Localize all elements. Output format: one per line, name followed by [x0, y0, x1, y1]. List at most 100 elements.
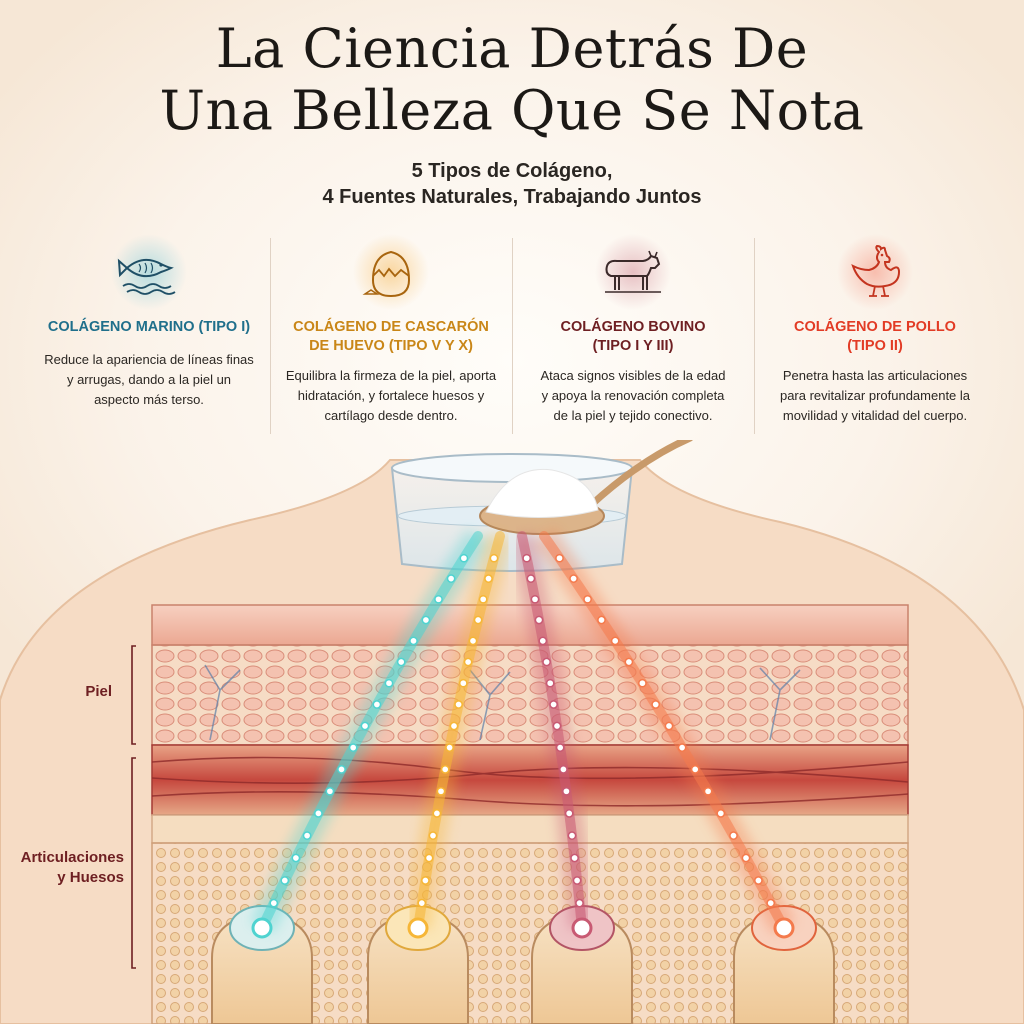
collagen-particle: [409, 636, 418, 646]
collagen-particle: [489, 553, 499, 563]
collagen-particle: [458, 678, 468, 688]
collagen-particle: [690, 765, 700, 774]
collagen-particle: [575, 898, 584, 908]
card-bovine-collagen: COLÁGENO BOVINO (TIPO I Y III) Ataca sig…: [514, 232, 752, 442]
collagen-particle: [703, 786, 713, 796]
title-line-2: Una Belleza Que Se Nota: [159, 79, 865, 142]
collagen-particle: [729, 831, 738, 840]
collagen-particle: [348, 743, 358, 752]
card-eggshell-collagen: COLÁGENO DE CASCARÓN DE HUEVO (TIPO V Y …: [272, 232, 510, 442]
label-skin: Piel: [85, 683, 112, 700]
card-description: Equilibra la firmeza de la piel, aporta …: [285, 368, 497, 423]
collagen-particle: [664, 721, 674, 731]
card-title: COLÁGENO BOVINO (TIPO I Y III): [560, 319, 706, 354]
card-title: COLÁGENO DE CASCARÓN DE HUEVO (TIPO V Y …: [293, 319, 489, 354]
title-line-1: La Ciencia Detrás De: [215, 17, 809, 80]
collagen-particle: [446, 574, 456, 583]
card-description: Reduce la apariencia de líneas finas y a…: [44, 352, 254, 407]
joint-glow-core: [251, 917, 273, 939]
collagen-particle: [463, 657, 473, 667]
collagen-particle: [741, 853, 751, 863]
card-divider: [512, 238, 513, 434]
collagen-particle: [440, 765, 450, 774]
collagen-particle: [449, 721, 459, 731]
card-title: COLÁGENO DE POLLO (TIPO II): [794, 319, 956, 354]
card-description: Ataca signos visibles de la edad y apoya…: [540, 368, 726, 423]
collagen-particle: [454, 700, 463, 709]
collagen-particle: [337, 765, 346, 774]
collagen-particle: [624, 657, 634, 667]
collagen-particle: [559, 765, 568, 774]
collagen-particle: [384, 678, 394, 688]
card-description: Penetra hasta las articulaciones para re…: [779, 368, 971, 423]
collagen-particle: [302, 831, 312, 840]
collagen-particle: [445, 743, 454, 752]
collagen-particle: [552, 721, 562, 731]
card-divider: [754, 238, 755, 434]
card-divider: [270, 238, 271, 434]
collagen-particle: [291, 853, 301, 863]
collagen-particle: [638, 678, 647, 688]
collagen-particle: [651, 700, 661, 709]
joint-glow-core: [407, 917, 429, 939]
collagen-particle: [459, 553, 469, 563]
joint-glow-core: [571, 917, 593, 939]
subtitle-line-1: 5 Tipos de Colágeno,: [411, 160, 613, 182]
collagen-particle: [396, 657, 406, 667]
cow-icon: [593, 234, 673, 314]
collagen-particle: [372, 700, 382, 709]
collagen-particle: [314, 809, 323, 818]
chicken-icon: [835, 234, 915, 314]
eggshell-icon: [351, 234, 431, 314]
collagen-particle: [549, 700, 558, 709]
blood-vessels: [204, 664, 801, 741]
collagen-particle: [766, 898, 776, 908]
collagen-particle: [428, 831, 438, 840]
collagen-particle: [526, 574, 536, 583]
collagen-particle: [436, 786, 446, 796]
joint-1: [211, 905, 313, 1024]
collagen-particle: [754, 876, 763, 885]
label-joints-bones: Articulaciones y Huesos: [20, 849, 124, 886]
collagen-particle: [572, 876, 582, 885]
collagen-particle: [421, 876, 430, 885]
collagen-particle: [530, 594, 540, 604]
collagen-particle: [562, 786, 571, 796]
collagen-particle: [534, 615, 544, 625]
collagen-particle: [716, 809, 726, 818]
collagen-particle: [484, 574, 493, 583]
collagen-particle: [522, 553, 532, 563]
collagen-fibers: [151, 756, 909, 807]
page-title: La Ciencia Detrás De Una Belleza Que Se …: [0, 18, 1024, 142]
collagen-particle: [610, 636, 620, 646]
collagen-particle: [597, 615, 606, 625]
subtitle-line-2: 4 Fuentes Naturales, Trabajando Juntos: [322, 186, 702, 208]
connective-layer: [151, 814, 909, 844]
fish-icon: [109, 234, 189, 314]
collagen-particle: [280, 876, 290, 885]
collagen-particle: [478, 594, 488, 604]
collagen-cards: COLÁGENO MARINO (TIPO I) Reduce la apari…: [30, 232, 994, 442]
collagen-particle: [567, 831, 577, 840]
collagen-streams: [250, 528, 796, 939]
collagen-particle: [555, 553, 564, 563]
collagen-particle: [269, 898, 279, 908]
joint-glow-core: [773, 917, 795, 939]
collagen-particle: [569, 574, 578, 583]
collagen-particle: [570, 853, 579, 863]
card-marine-collagen: COLÁGENO MARINO (TIPO I) Reduce la apari…: [30, 232, 268, 442]
collagen-particle: [360, 721, 370, 731]
collagen-particle: [434, 594, 443, 604]
collagen-particle: [432, 809, 442, 818]
collagen-particle: [583, 594, 592, 604]
collagen-particle: [542, 657, 551, 667]
skin-cross-section-diagram: Piel Articulaciones y Huesos: [0, 440, 1024, 1024]
collagen-particle: [424, 853, 434, 863]
collagen-particle: [564, 809, 574, 818]
card-chicken-collagen: COLÁGENO DE POLLO (TIPO II) Penetra hast…: [756, 232, 994, 442]
cross-section-illustration: [0, 440, 1024, 1024]
page-subtitle: 5 Tipos de Colágeno, 4 Fuentes Naturales…: [0, 158, 1024, 210]
collagen-particle: [468, 636, 478, 646]
collagen-particle: [325, 786, 335, 796]
collagen-spoon: [479, 440, 693, 535]
